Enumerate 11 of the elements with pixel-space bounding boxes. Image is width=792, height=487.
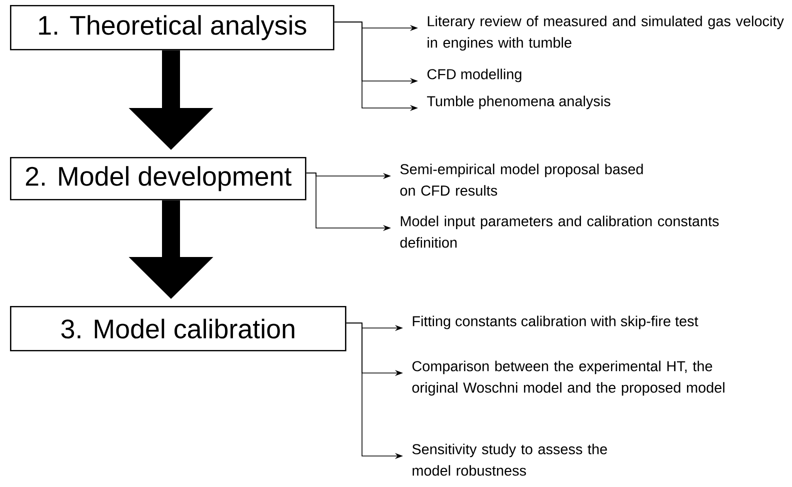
task-text: Sensitivity study to assess the model robustness bbox=[412, 444, 607, 476]
stage-box: 1. Theoretical analysis bbox=[10, 5, 334, 50]
task-text: Semi-empirical model proposal based on CFD results bbox=[400, 164, 643, 196]
stage-box: 3. Model calibration bbox=[10, 306, 346, 352]
task-text: Fitting constants calibration with skip-fire test bbox=[412, 316, 698, 330]
stage-box: 2. Model development bbox=[10, 157, 306, 200]
task-text: CFD modelling bbox=[427, 68, 522, 82]
task-text: Comparison between the experimental HT, the original Woschni model and the proposed model bbox=[412, 360, 724, 396]
task-text: Model input parameters and calibration constants definition bbox=[400, 216, 719, 248]
task-text: Tumble phenomena analysis bbox=[427, 96, 610, 110]
task-text: Literary review of measured and simulated gas velocity in engines with tumble bbox=[428, 16, 784, 51]
